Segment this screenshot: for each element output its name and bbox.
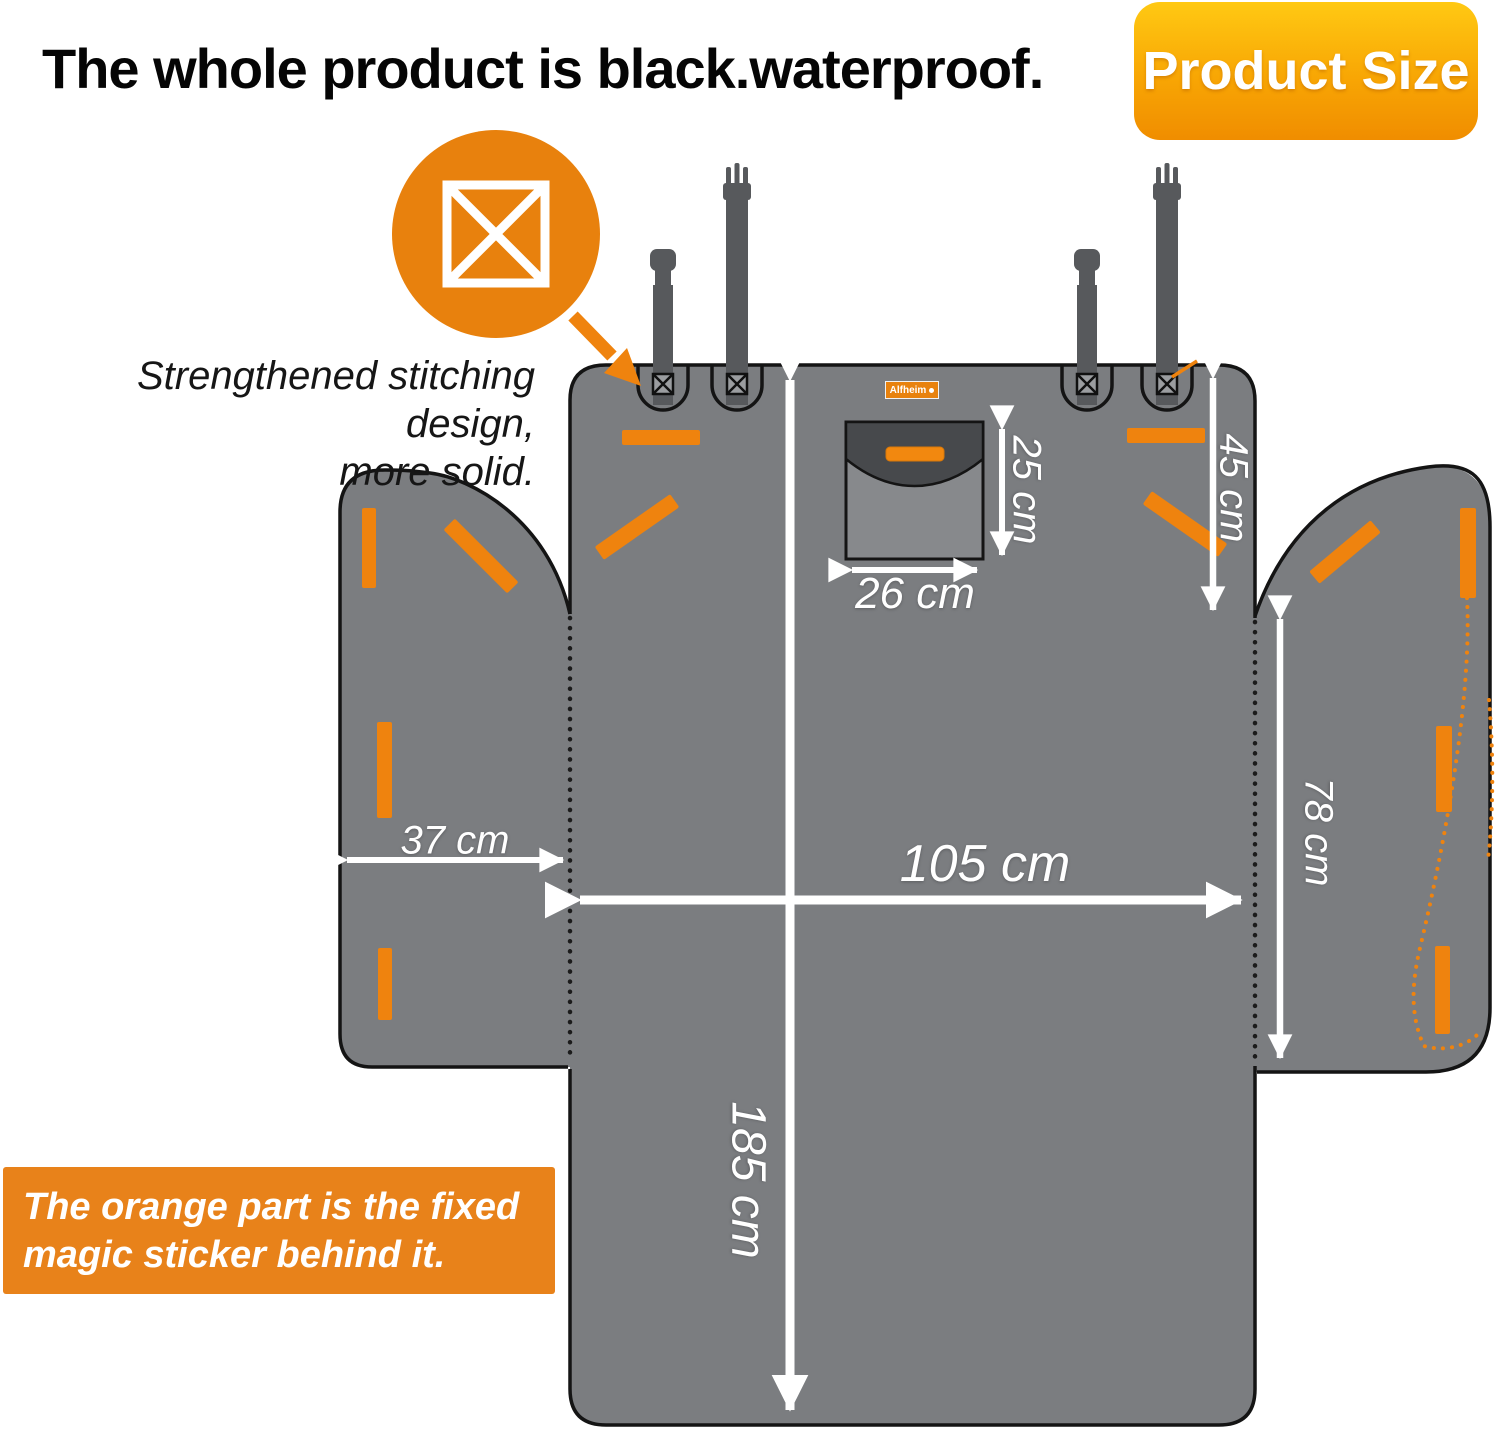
front-pocket bbox=[844, 420, 985, 561]
product-size-badge: Product Size bbox=[1134, 2, 1478, 140]
dimension-label-main-width: 105 cm bbox=[899, 835, 1071, 893]
paw-icon bbox=[929, 387, 935, 393]
stitch-box-icon bbox=[725, 372, 749, 396]
strap-slots bbox=[636, 366, 1194, 412]
left-side-flap bbox=[340, 470, 570, 1067]
brand-name: Alfheim bbox=[889, 384, 927, 396]
panel-outlines bbox=[338, 363, 1492, 1427]
stitching-callout-line1: Strengthened stitching design, bbox=[136, 354, 535, 446]
dimension-label-total-length: 185 cm bbox=[721, 1101, 775, 1259]
fold-dotted-lines bbox=[567, 615, 1258, 1069]
long-strap-left bbox=[723, 163, 751, 405]
stitching-circle-badge bbox=[392, 130, 600, 338]
stitch-x-boxes bbox=[651, 372, 1179, 396]
dimension-label-headrest-height: 45 cm bbox=[1211, 433, 1256, 543]
dimension-label-flap-height: 78 cm bbox=[1296, 777, 1341, 887]
magic-sticker-line1: The orange part is the fixed bbox=[23, 1186, 520, 1228]
dimension-label-pocket-width: 26 cm bbox=[855, 569, 975, 618]
stitch-box-icon bbox=[651, 372, 675, 396]
dimension-label-pocket-height: 25 cm bbox=[1004, 435, 1049, 545]
brand-tag: Alfheim bbox=[885, 381, 939, 399]
magic-sticker-strips bbox=[362, 428, 1476, 1034]
pocket-flap-sticker bbox=[885, 446, 945, 462]
stitch-pointer-line bbox=[1171, 359, 1198, 379]
dimension-arrows bbox=[323, 345, 1293, 1412]
magic-sticker-dotted-lines bbox=[1411, 596, 1495, 1051]
stitching-callout-line2: more solid. bbox=[339, 450, 535, 494]
stitch-box-icon bbox=[442, 180, 550, 288]
stitching-callout-text: Strengthened stitching design, more soli… bbox=[0, 352, 535, 496]
page-title: The whole product is black.waterproof. bbox=[42, 37, 1044, 100]
long-strap-right bbox=[1153, 163, 1181, 405]
dimension-label-flap-width: 37 cm bbox=[400, 818, 510, 863]
right-side-flap bbox=[1255, 466, 1490, 1072]
stitch-box-icon bbox=[1075, 372, 1099, 396]
stitching-pointer-arrow bbox=[568, 311, 641, 386]
magic-sticker-line2: magic sticker behind it. bbox=[23, 1233, 446, 1276]
magic-sticker-note: The orange part is the fixed magic stick… bbox=[3, 1167, 555, 1294]
